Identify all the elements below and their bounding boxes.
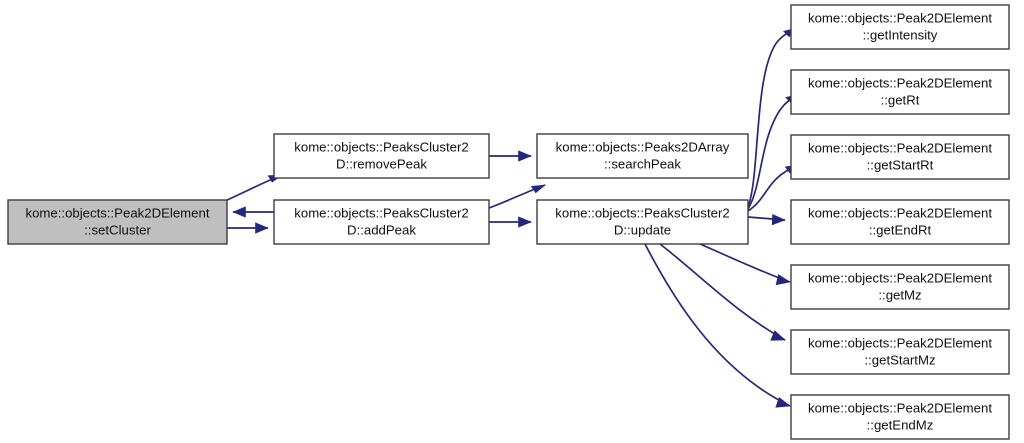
node-label-line2: ::getRt	[881, 92, 920, 107]
graph-node-getIntensity[interactable]: kome::objects::Peak2DElement::getIntensi…	[790, 4, 1010, 50]
edge-line	[747, 27, 798, 208]
node-label-line2: ::setCluster	[84, 222, 151, 237]
node-label-line1: kome::objects::Peak2DElement	[808, 205, 992, 220]
call-edge-update-to-getEndRt	[747, 213, 786, 226]
edge-line	[644, 243, 791, 407]
call-edge-removePeak-to-searchPeak	[489, 150, 532, 162]
graph-node-getEndRt[interactable]: kome::objects::Peak2DElement::getEndRt	[790, 199, 1010, 245]
graph-node-searchPeak[interactable]: kome::objects::Peaks2DArray::searchPeak	[536, 133, 749, 179]
node-label-line1: kome::objects::Peak2DElement	[808, 335, 992, 350]
graph-node-getMz[interactable]: kome::objects::Peak2DElement::getMz	[790, 264, 1010, 310]
arrowhead-icon	[518, 150, 532, 162]
node-rect[interactable]	[790, 69, 1010, 115]
node-label-line1: kome::objects::Peaks2DArray	[556, 139, 730, 154]
call-edge-update-to-getEndMz	[644, 243, 791, 408]
arrowhead-icon	[530, 184, 546, 194]
graph-node-getStartMz[interactable]: kome::objects::Peak2DElement::getStartMz	[790, 329, 1010, 375]
node-rect[interactable]	[273, 199, 490, 245]
node-label-line1: kome::objects::PeaksCluster2	[294, 205, 468, 220]
arrowhead-icon	[770, 330, 786, 341]
graph-node-removePeak[interactable]: kome::objects::PeaksCluster2D::removePea…	[273, 133, 490, 179]
edge-line	[659, 243, 786, 341]
node-label-line2: ::getStartMz	[864, 352, 935, 367]
node-label-line1: kome::objects::PeaksCluster2	[294, 139, 468, 154]
node-rect[interactable]	[273, 133, 490, 179]
call-edge-addPeak-to-update	[489, 216, 532, 228]
graph-node-getRt[interactable]: kome::objects::Peak2DElement::getRt	[790, 69, 1010, 115]
arrowhead-icon	[775, 274, 791, 286]
node-label-line2: ::searchPeak	[604, 156, 681, 171]
graph-node-setCluster[interactable]: kome::objects::Peak2DElement::setCluster	[7, 199, 228, 245]
arrowhead-icon	[771, 213, 786, 226]
node-rect[interactable]	[536, 199, 749, 245]
node-rect[interactable]	[790, 264, 1010, 310]
node-label-line2: D::addPeak	[347, 222, 416, 237]
graph-node-getEndMz[interactable]: kome::objects::Peak2DElement::getEndMz	[790, 394, 1010, 440]
node-label-line1: kome::objects::Peak2DElement	[808, 140, 992, 155]
node-label-line1: kome::objects::Peak2DElement	[26, 205, 210, 220]
node-rect[interactable]	[536, 133, 749, 179]
call-edge-update-to-getStartMz	[659, 243, 786, 341]
node-label-line2: D::removePeak	[336, 156, 427, 171]
node-label-line1: kome::objects::Peak2DElement	[808, 400, 992, 415]
call-edge-update-to-getMz	[699, 243, 791, 286]
arrowhead-icon	[775, 397, 791, 408]
graph-node-getStartRt[interactable]: kome::objects::Peak2DElement::getStartRt	[790, 134, 1010, 180]
nodes-layer: kome::objects::Peak2DElement::setCluster…	[7, 4, 1010, 440]
node-label-line1: kome::objects::Peak2DElement	[808, 10, 992, 25]
node-rect[interactable]	[790, 394, 1010, 440]
node-rect[interactable]	[790, 134, 1010, 180]
node-label-line2: ::getMz	[878, 287, 921, 302]
node-label-line1: kome::objects::Peak2DElement	[808, 75, 992, 90]
arrowhead-icon	[255, 222, 269, 234]
call-edge-update-to-getIntensity	[747, 27, 798, 208]
call-edge-setCluster-to-addPeak	[227, 222, 269, 234]
node-label-line1: kome::objects::PeaksCluster2	[555, 205, 729, 220]
node-label-line2: ::getIntensity	[863, 27, 938, 42]
node-label-line2: ::getStartRt	[867, 157, 934, 172]
call-edge-addPeak-to-setCluster	[232, 206, 274, 218]
node-rect[interactable]	[790, 4, 1010, 50]
arrowhead-icon	[518, 216, 532, 228]
edge-line	[699, 243, 791, 283]
node-label-line1: kome::objects::Peak2DElement	[808, 270, 992, 285]
call-edge-setCluster-to-removePeak	[226, 174, 283, 201]
node-label-line2: ::getEndRt	[869, 222, 932, 237]
arrowhead-icon	[232, 206, 246, 218]
node-rect[interactable]	[790, 329, 1010, 375]
node-rect[interactable]	[7, 199, 228, 245]
node-label-line2: D::update	[614, 222, 671, 237]
node-rect[interactable]	[790, 199, 1010, 245]
node-label-line2: ::getEndMz	[867, 417, 934, 432]
call-edge-addPeak-to-searchPeak	[488, 184, 546, 209]
